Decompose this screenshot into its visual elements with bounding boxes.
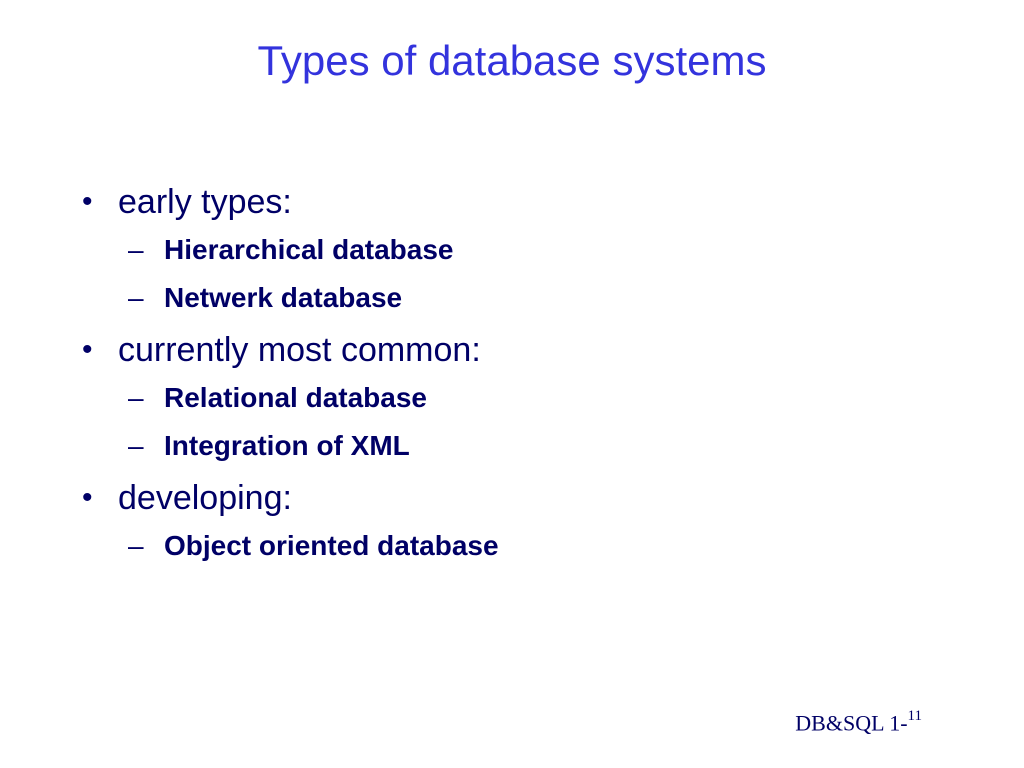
- bullet-text: early types:: [118, 183, 292, 221]
- sub-marker: –: [128, 530, 144, 561]
- sub-item-text: Relational database: [164, 382, 427, 413]
- sub-marker: –: [128, 234, 144, 265]
- sub-item-text: Netwerk database: [164, 282, 403, 313]
- sub-marker: –: [128, 430, 144, 461]
- page-number: 11: [907, 708, 922, 724]
- sub-item-object-oriented: – Object oriented database: [82, 528, 982, 564]
- sub-item-network: – Netwerk database: [82, 280, 982, 316]
- sub-item-text: Integration of XML: [164, 430, 410, 461]
- bullet-text: developing:: [118, 479, 292, 517]
- bullet-list: • early types: – Hierarchical database –…: [82, 180, 982, 564]
- sub-marker: –: [128, 382, 144, 413]
- bullet-currently-most-common: • currently most common:: [82, 328, 982, 372]
- sub-marker: –: [128, 282, 144, 313]
- bullet-early-types: • early types:: [82, 180, 982, 224]
- bullet-marker: •: [82, 481, 93, 514]
- sub-item-xml: – Integration of XML: [82, 428, 982, 464]
- sub-item-text: Object oriented database: [164, 530, 499, 561]
- slide-footer: DB&SQL 1-11: [795, 704, 922, 737]
- bullet-marker: •: [82, 185, 93, 218]
- footer-label: DB&SQL 1-: [795, 710, 908, 736]
- bullet-text: currently most common:: [118, 331, 481, 369]
- sub-item-relational: – Relational database: [82, 380, 982, 416]
- sub-item-text: Hierarchical database: [164, 234, 454, 265]
- bullet-marker: •: [82, 333, 93, 366]
- bullet-developing: • developing:: [82, 476, 982, 520]
- sub-item-hierarchical: – Hierarchical database: [82, 232, 982, 268]
- slide-title: Types of database systems: [257, 37, 767, 84]
